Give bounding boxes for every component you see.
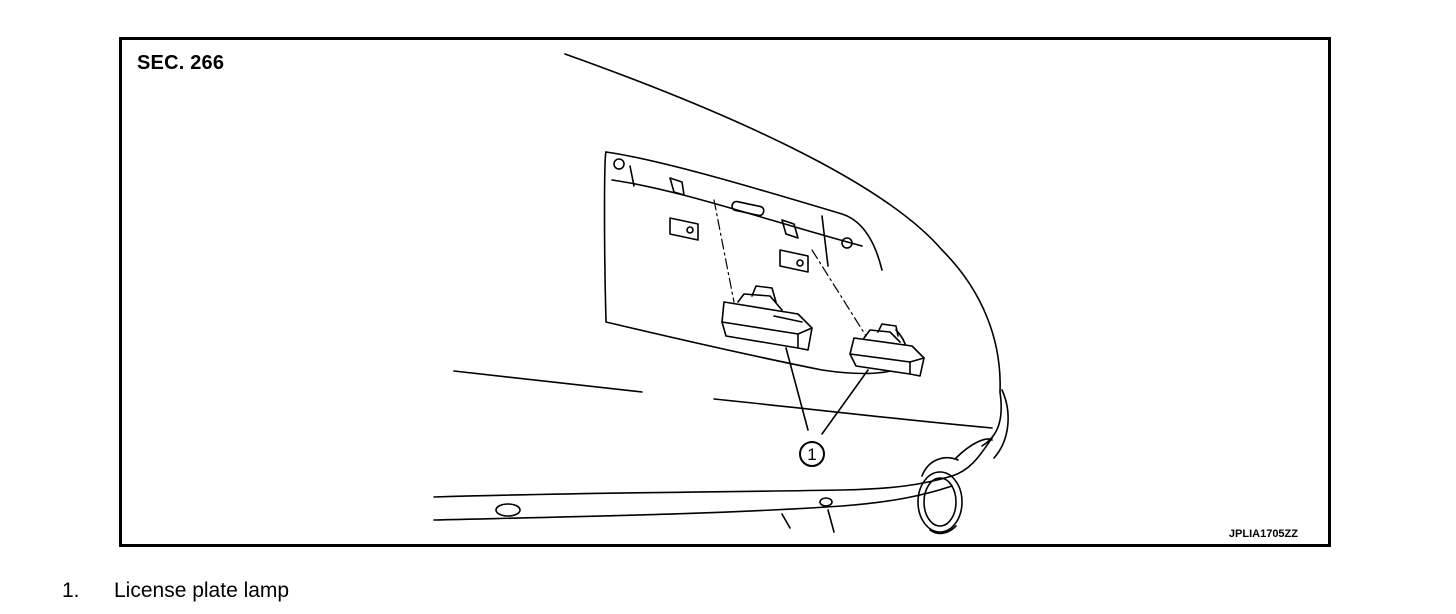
crease-line-lower [713,398,993,429]
license-plate-lamp-right [849,323,925,377]
plate-garnish-inner [629,165,635,187]
bumper-lower-line [433,437,993,498]
body-contour-line [564,53,1001,393]
trim-line [821,215,829,267]
mount-hole-left [613,158,625,170]
bumper-under-line [433,485,953,521]
clip-right [781,219,799,239]
license-plate-lamp-drawing: 1 [433,53,1009,535]
legend-item: 1. License plate lamp [62,579,289,603]
legend-number: 1. [62,579,80,602]
bumper-corner-line [981,391,1002,447]
lower-body-line-2 [827,509,835,533]
clip-left [669,177,685,196]
bumper-corner-outer [993,389,1009,459]
legend-label: License plate lamp [114,579,290,602]
bracket-right [779,249,809,273]
image-id: JPLIA1705ZZ [1228,528,1298,540]
callout-leader-1b [821,369,869,435]
callout-1-number: 1 [807,445,816,464]
crease-line-upper [453,370,643,393]
plate-recess-top [605,151,883,271]
section-label: SEC. 266 [137,52,225,74]
callout-1: 1 [799,441,825,467]
lower-body-line [781,513,791,529]
license-plate-lamp-left [721,285,813,351]
reflector-left [495,503,521,517]
mount-hole-right [841,237,853,249]
install-leader-left [713,199,735,303]
bracket-left [669,217,699,241]
exhaust-tailpipe [917,438,993,535]
plate-garnish-line [611,179,863,247]
install-leader-right [811,249,867,337]
callout-leader-1a [785,347,809,431]
garnish-slot [731,200,765,217]
figure-frame: SEC. 266 [119,37,1331,547]
reflector-right [819,497,833,507]
